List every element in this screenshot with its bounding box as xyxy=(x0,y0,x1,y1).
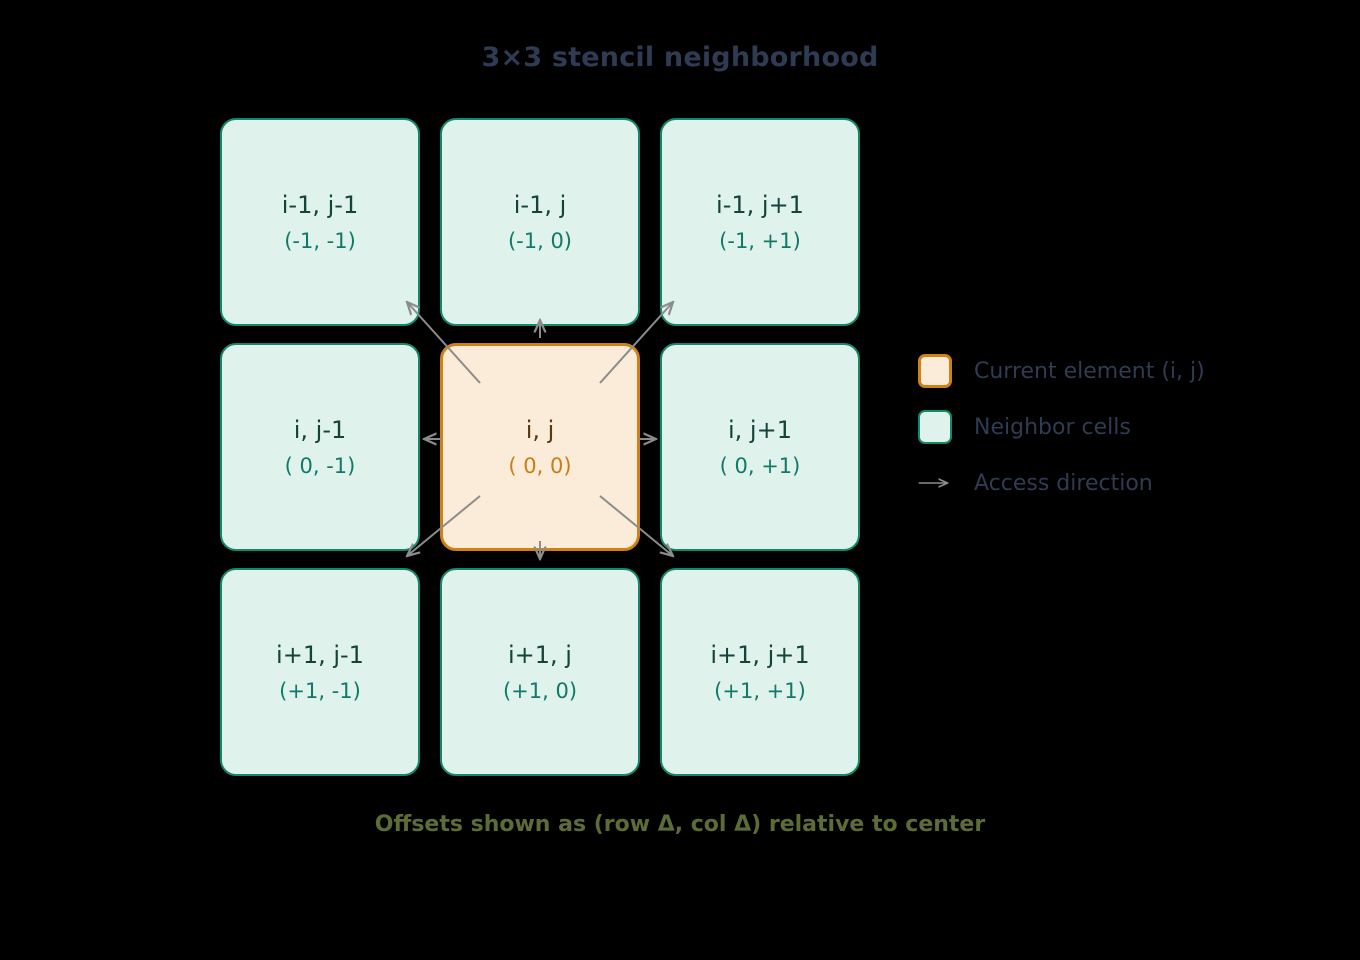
cell-offset: (-1, 0) xyxy=(507,228,573,253)
cell-label: i-1, j+1 xyxy=(716,190,804,219)
legend-item-current-element[interactable]: Current element (i, j) xyxy=(918,343,1318,399)
cell-offset: ( 0, +1) xyxy=(719,453,801,478)
cell-label: i, j xyxy=(525,415,555,444)
cell-label: i-1, j-1 xyxy=(281,190,359,219)
cell-top-center[interactable]: i-1, j (-1, 0) xyxy=(440,118,640,326)
cell-offset: ( 0, 0) xyxy=(508,453,572,478)
cell-top-right[interactable]: i-1, j+1 (-1, +1) xyxy=(660,118,860,326)
cell-bottom-left[interactable]: i+1, j-1 (+1, -1) xyxy=(220,568,420,776)
neighbor-swatch-icon xyxy=(918,410,952,444)
current-swatch-icon xyxy=(918,354,952,388)
legend: Current element (i, j) Neighbor cells Ac… xyxy=(918,343,1318,511)
cell-offset: (+1, 0) xyxy=(502,678,578,703)
cell-label: i, j+1 xyxy=(728,415,792,444)
cell-offset: (-1, -1) xyxy=(284,228,356,253)
stencil-grid: i-1, j-1 (-1, -1) i-1, j (-1, 0) i-1, j+… xyxy=(220,118,860,776)
cell-offset: ( 0, -1) xyxy=(284,453,356,478)
cell-label: i+1, j xyxy=(508,640,572,669)
legend-item-label: Current element (i, j) xyxy=(974,358,1205,384)
cell-label: i+1, j+1 xyxy=(710,640,810,669)
cell-bottom-center[interactable]: i+1, j (+1, 0) xyxy=(440,568,640,776)
cell-offset: (-1, +1) xyxy=(719,228,801,253)
cell-offset: (+1, -1) xyxy=(279,678,361,703)
arrow-icon xyxy=(918,466,952,500)
caption: Offsets shown as (row Δ, col Δ) relative… xyxy=(374,812,986,837)
cell-label: i-1, j xyxy=(513,190,567,219)
cell-bottom-right[interactable]: i+1, j+1 (+1, +1) xyxy=(660,568,860,776)
legend-item-label: Neighbor cells xyxy=(974,414,1131,440)
legend-item-label: Access direction xyxy=(974,470,1153,496)
cell-label: i, j-1 xyxy=(293,415,347,444)
cell-offset: (+1, +1) xyxy=(714,678,806,703)
cell-top-left[interactable]: i-1, j-1 (-1, -1) xyxy=(220,118,420,326)
cell-middle-right[interactable]: i, j+1 ( 0, +1) xyxy=(660,343,860,551)
legend-item-neighbor-cells[interactable]: Neighbor cells xyxy=(918,399,1318,455)
cell-middle-left[interactable]: i, j-1 ( 0, -1) xyxy=(220,343,420,551)
page-title: 3×3 stencil neighborhood xyxy=(481,42,879,73)
cell-label: i+1, j-1 xyxy=(276,640,364,669)
legend-item-access-direction[interactable]: Access direction xyxy=(918,455,1318,511)
cell-center-current[interactable]: i, j ( 0, 0) xyxy=(440,343,640,551)
